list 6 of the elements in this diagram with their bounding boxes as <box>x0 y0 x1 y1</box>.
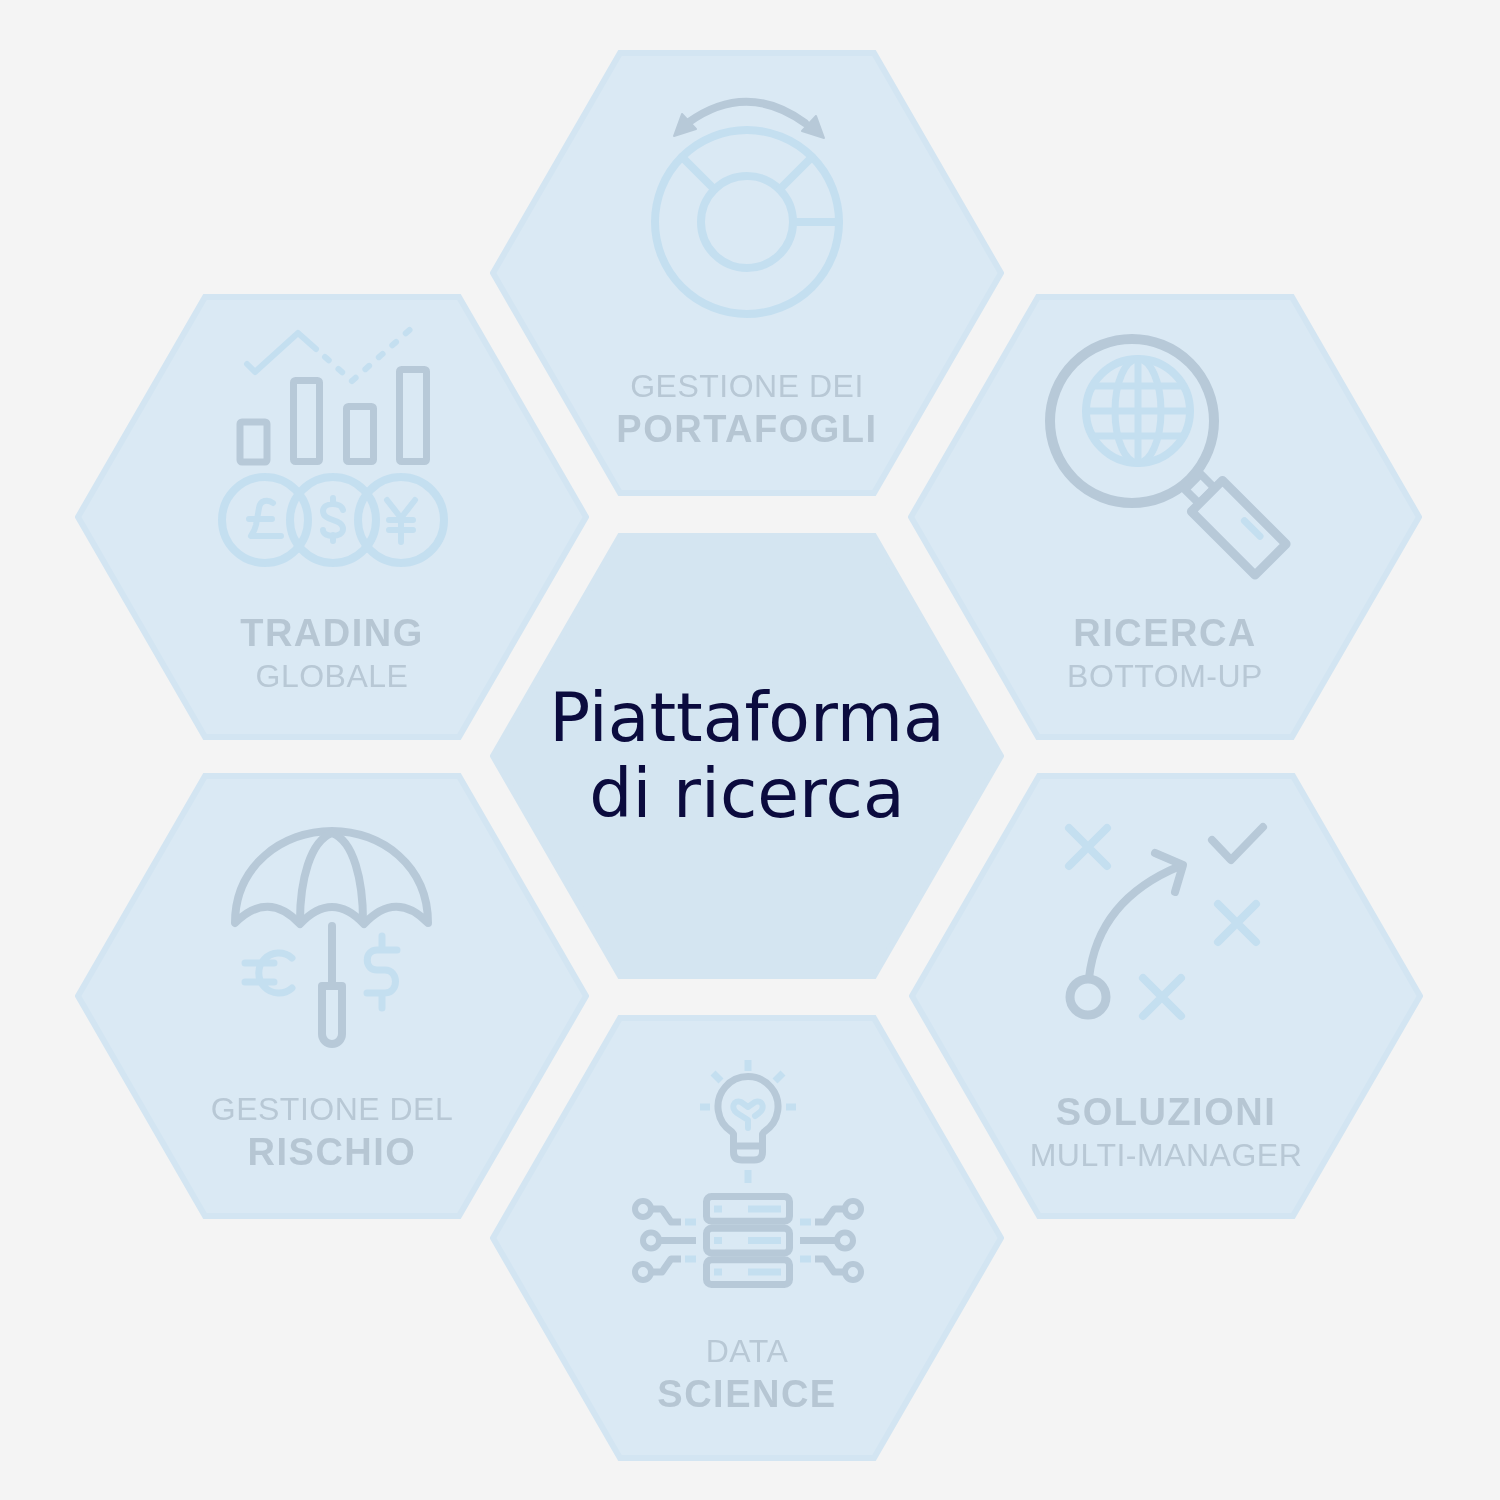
hexagon-tile <box>75 773 589 1219</box>
center-hexagon <box>490 533 1004 979</box>
hexagon-tile <box>909 773 1423 1219</box>
hexagon-tile <box>490 1015 1004 1461</box>
hexagon-tile <box>490 50 1004 496</box>
center-title: Piattaforma di ricerca <box>549 680 945 832</box>
